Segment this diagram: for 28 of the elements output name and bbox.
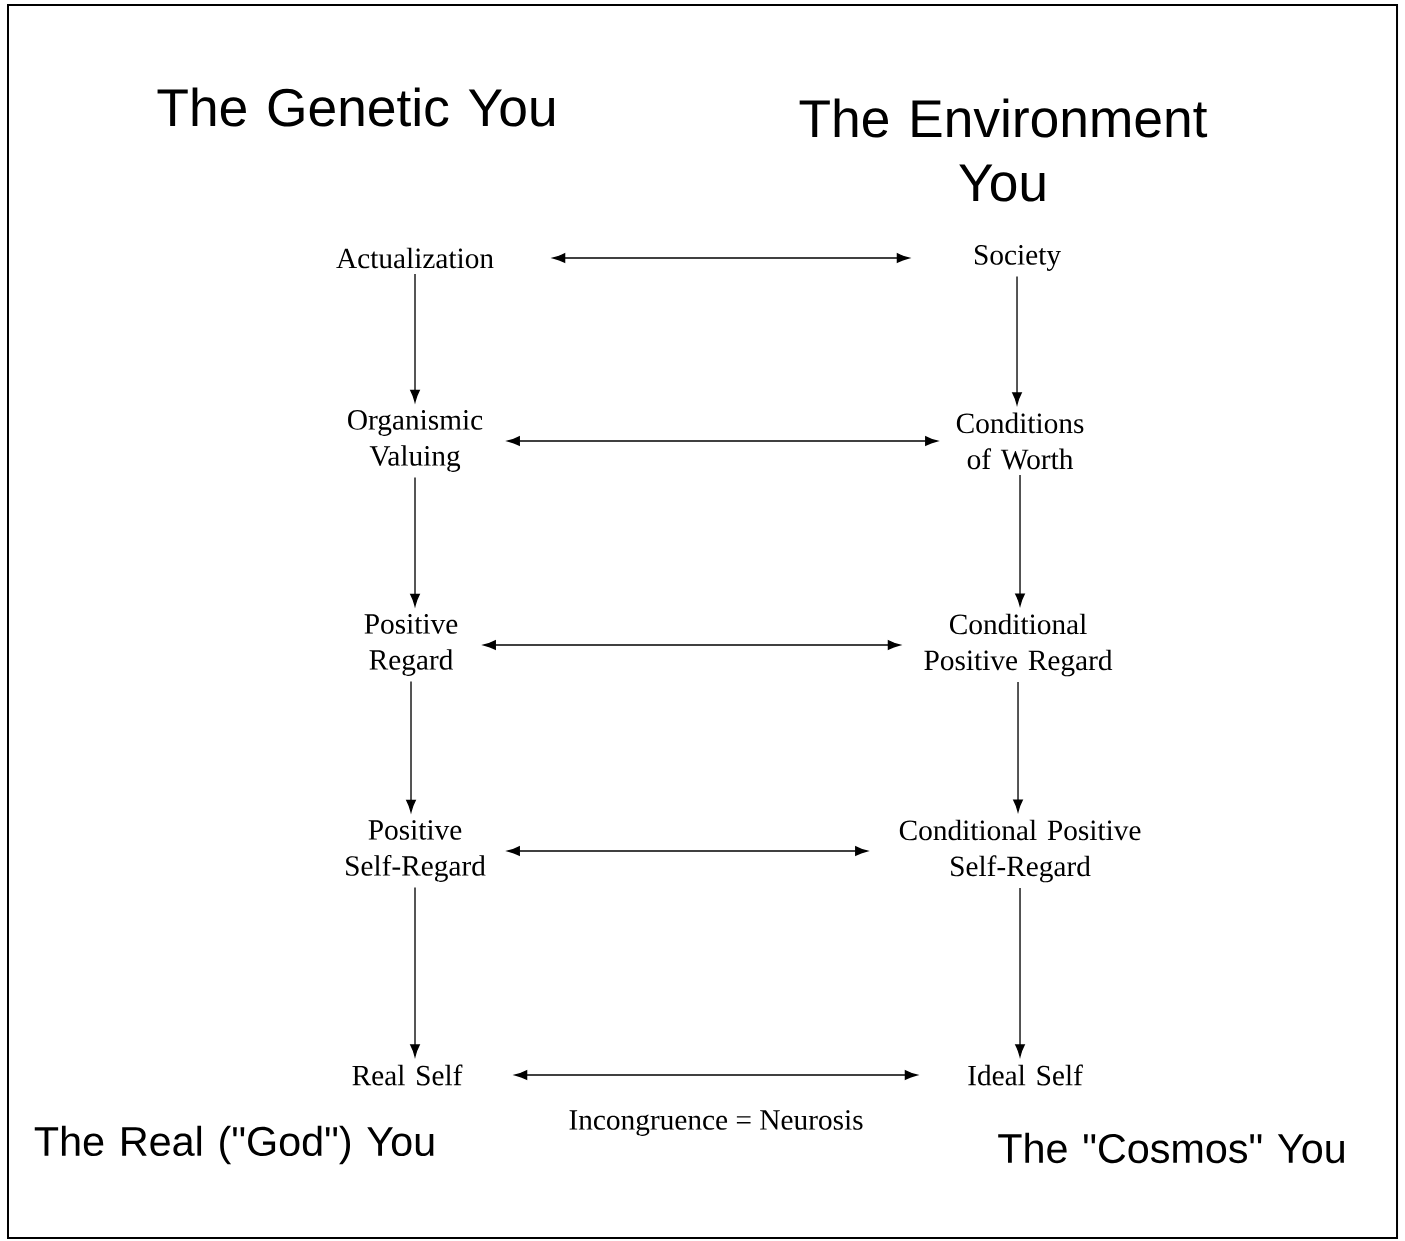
arrow [406,680,416,813]
heading: The Real ("God") You [34,1125,434,1165]
arrow [410,886,420,1057]
arrow [1012,275,1022,405]
node-label: Ideal Self [968,1064,1083,1086]
node-label: Conditional Positive Regard [924,613,1113,677]
arrow [1013,681,1023,812]
node-label: Conditional Positive Self-Regard [899,819,1141,883]
arrow [410,476,420,607]
arrow [1015,474,1025,606]
arrow [410,273,420,403]
node-label: Society [975,245,1061,271]
arrow [483,640,901,650]
node-label: Positive Regard [364,614,458,676]
node-label: Actualization [336,247,494,269]
arrow [552,253,910,263]
node-label: Organismic Valuing [348,410,483,472]
heading: The Genetic You [157,87,555,127]
arrow [507,436,938,446]
heading: The Environment You [799,98,1208,202]
node-label: Real Self [352,1064,463,1086]
node-label: Positive Self-Regard [346,820,486,882]
heading: The "Cosmos" You [998,1132,1344,1164]
arrow [514,1070,918,1080]
edge-label: Incongruence = Neurosis [565,1107,867,1139]
arrow [1015,887,1025,1057]
arrow [507,846,868,856]
node-label: Conditions of Worth [956,412,1084,470]
